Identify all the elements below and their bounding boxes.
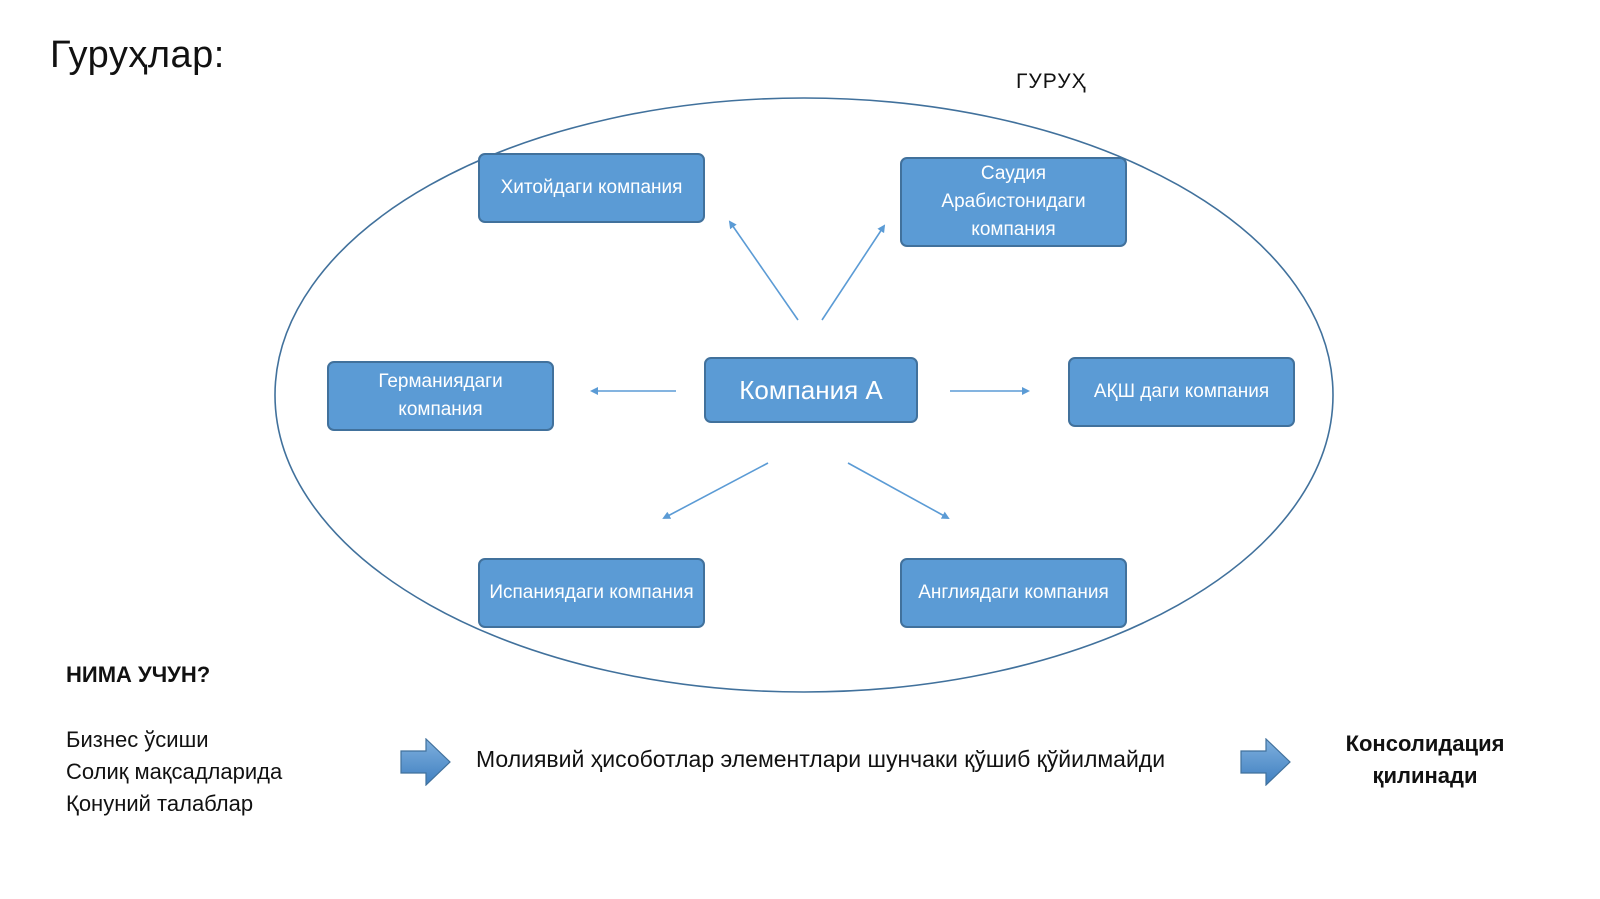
- node-china: Хитойдаги компания: [478, 153, 705, 223]
- slide-title: Гуруҳлар:: [50, 34, 225, 76]
- node-company-a: Компания А: [704, 357, 918, 423]
- node-usa-label: АҚШ даги компания: [1093, 381, 1270, 402]
- node-china-label: Хитойдаги компания: [500, 177, 683, 198]
- node-spain: Испаниядаги компания: [478, 558, 705, 628]
- node-saudi: Саудия Арабистонидаги компания: [900, 157, 1127, 247]
- node-saudi-label: Саудия Арабистонидаги компания: [941, 163, 1086, 240]
- block-arrow-right-icon: [400, 738, 451, 786]
- node-spain-label: Испаниядаги компания: [489, 582, 694, 603]
- reason-item: Қонуний талаблар: [66, 791, 254, 816]
- node-germany: Германиядаги компания: [327, 361, 554, 431]
- reason-item: Бизнес ўсиши: [66, 727, 209, 752]
- node-company-a-label: Компания А: [739, 375, 883, 405]
- node-germany-label: Германиядаги компания: [378, 371, 503, 420]
- arrow-to-england: [847, 462, 950, 519]
- group-ellipse: [274, 97, 1334, 693]
- reason-item: Солиқ мақсадларида: [66, 759, 283, 784]
- why-heading: НИМА УЧУН?: [66, 662, 211, 687]
- node-england: Англиядаги компания: [900, 558, 1127, 628]
- arrow-to-spain: [662, 462, 769, 519]
- statement-text: Молиявий ҳисоботлар элементлари шунчаки …: [476, 746, 1166, 772]
- arrow-to-saudi: [821, 224, 886, 321]
- reasons-list: Бизнес ўсиши Солиқ мақсадларида Қонуний …: [66, 724, 282, 820]
- arrow-to-china: [728, 220, 799, 321]
- node-usa: АҚШ даги компания: [1068, 357, 1295, 427]
- group-label: ГУРУҲ: [1016, 70, 1087, 93]
- block-arrow-right-icon: [1240, 738, 1291, 786]
- result-text: Консолидация қилинади: [1345, 731, 1505, 788]
- node-england-label: Англиядаги компания: [918, 582, 1109, 603]
